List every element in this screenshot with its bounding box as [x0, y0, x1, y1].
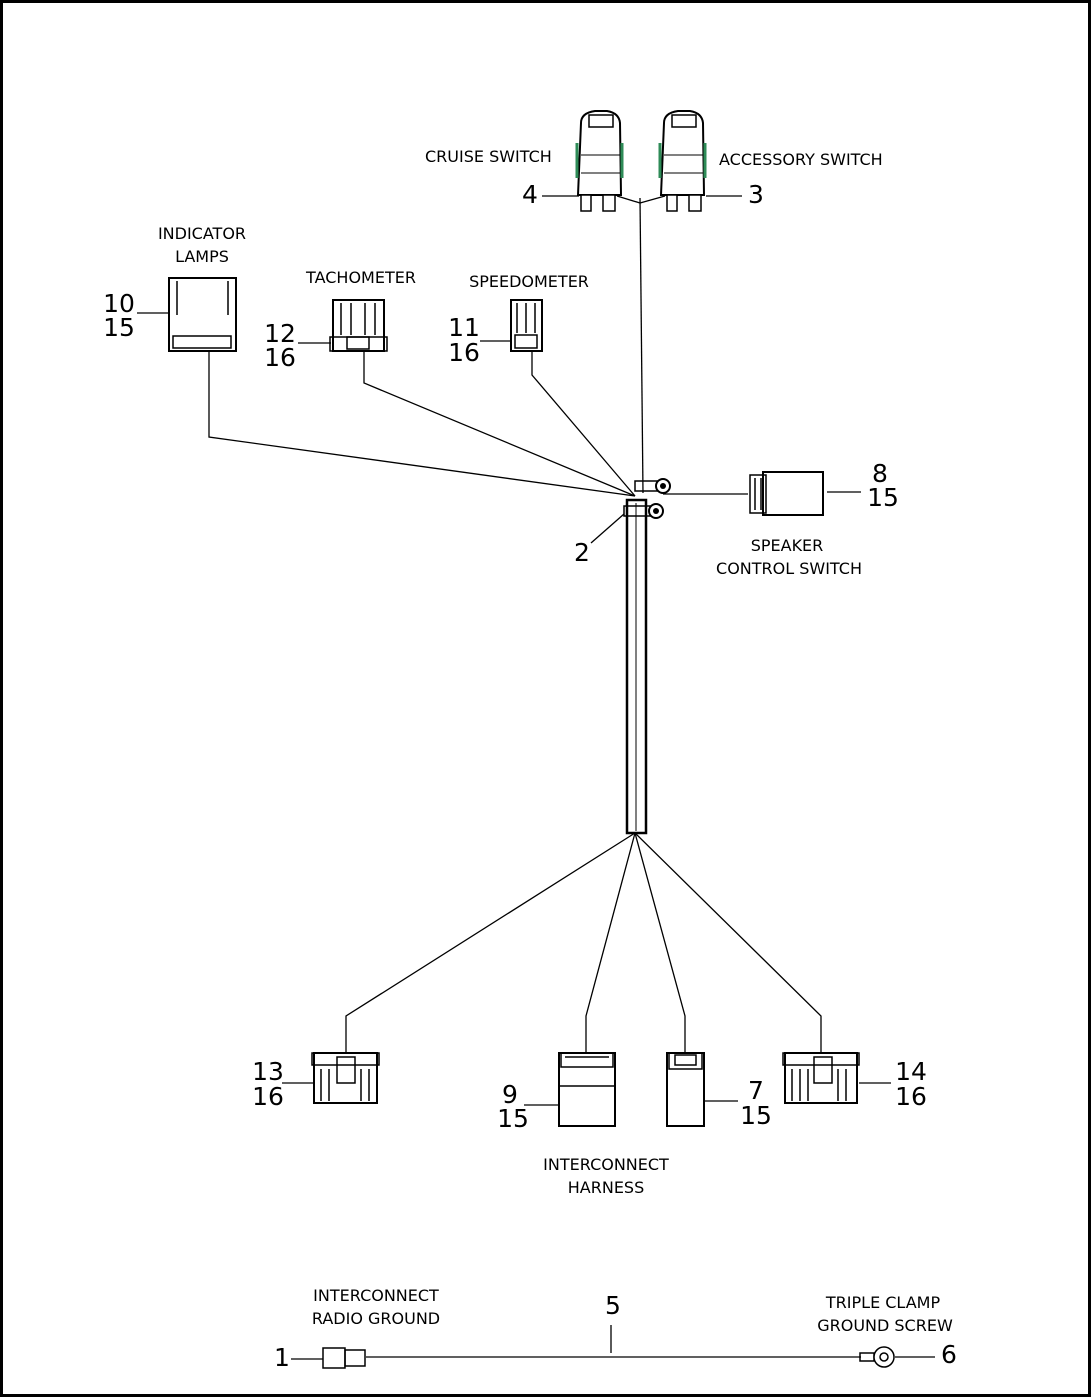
callout-speaker-switch-terminal: 15: [867, 483, 899, 512]
wire-connector-13: [345, 832, 636, 1053]
callout-connector-14-terminal: 16: [895, 1082, 927, 1111]
callout-radio-ground: 1: [274, 1343, 290, 1372]
indicator-lamps-label-line2: LAMPS: [175, 247, 229, 266]
wire-cruise-switch: [616, 195, 641, 204]
wire-indicator-lamps: [208, 351, 636, 497]
indicator-lamps-connector: [168, 277, 237, 352]
wires: [208, 195, 861, 1358]
wire-accessory-switch: [639, 195, 666, 204]
interconnect-harness-label-line2: HARNESS: [568, 1178, 644, 1197]
callout-ground-screw: 6: [941, 1340, 957, 1369]
wire-connector-9: [585, 832, 636, 1053]
triple-clamp-label-line2: GROUND SCREW: [817, 1316, 953, 1335]
tachometer-label: TACHOMETER: [305, 268, 416, 287]
connector-13: [311, 1052, 380, 1104]
cruise-switch: [575, 110, 624, 212]
callout-speaker-switch-part: 8: [872, 459, 888, 488]
callout-cruise-switch: 4: [522, 180, 538, 209]
speedometer-label: SPEEDOMETER: [469, 272, 589, 291]
connector-7: [666, 1052, 705, 1127]
radio-ground-label-line1: INTERCONNECT: [313, 1286, 439, 1305]
speaker-control-switch-label-line2: CONTROL SWITCH: [716, 559, 862, 578]
callout-connector-9-terminal: 15: [497, 1104, 529, 1133]
callout-ground-wire: 5: [605, 1291, 621, 1320]
callout-tachometer-terminal: 16: [264, 343, 296, 372]
wire-connector-7: [634, 832, 686, 1053]
callout-indicator-lamps-terminal: 15: [103, 313, 135, 342]
connector-9: [558, 1052, 616, 1127]
accessory-switch: [658, 110, 707, 212]
harness-trunk: [625, 498, 648, 835]
callout-connector-7-part: 7: [748, 1076, 764, 1105]
speedometer-connector: [510, 299, 543, 352]
connector-14: [782, 1052, 860, 1104]
indicator-lamps-label-line1: INDICATOR: [158, 224, 246, 243]
cruise-switch-label: CRUISE SWITCH: [425, 147, 552, 166]
callout-tachometer-part: 12: [264, 319, 296, 348]
wire-speedometer: [531, 351, 636, 497]
interconnect-harness-label-line1: INTERCONNECT: [543, 1155, 669, 1174]
radio-ground-terminal: [322, 1347, 366, 1369]
wire-connector-14: [634, 832, 822, 1053]
callout-connector-9-part: 9: [502, 1080, 518, 1109]
callout-harness-clip: 2: [574, 538, 590, 567]
harness-clips: [623, 478, 671, 519]
callout-connector-13-terminal: 16: [252, 1082, 284, 1111]
wiring-diagram: CRUISE SWITCH ACCESSORY SWITCH INDICATOR…: [103, 110, 957, 1372]
speaker-control-switch-connector: [749, 471, 824, 516]
leader-lines: [137, 195, 935, 1360]
callout-accessory-switch: 3: [748, 180, 764, 209]
tachometer-connector: [329, 299, 388, 352]
radio-ground-label-line2: RADIO GROUND: [312, 1309, 440, 1328]
callout-connector-14-part: 14: [895, 1057, 927, 1086]
wire-tachometer: [363, 351, 636, 497]
accessory-switch-label: ACCESSORY SWITCH: [719, 150, 883, 169]
callout-speedometer-terminal: 16: [448, 338, 480, 367]
callout-connector-7-terminal: 15: [740, 1101, 772, 1130]
ground-screw-ring-terminal: [859, 1346, 895, 1368]
triple-clamp-label-line1: TRIPLE CLAMP: [825, 1293, 941, 1312]
wire-switches-trunk: [639, 197, 644, 494]
speaker-control-switch-label-line1: SPEAKER: [751, 536, 824, 555]
callout-connector-13-part: 13: [252, 1057, 284, 1086]
callout-speedometer-part: 11: [448, 313, 480, 342]
callout-indicator-lamps-part: 10: [103, 289, 135, 318]
